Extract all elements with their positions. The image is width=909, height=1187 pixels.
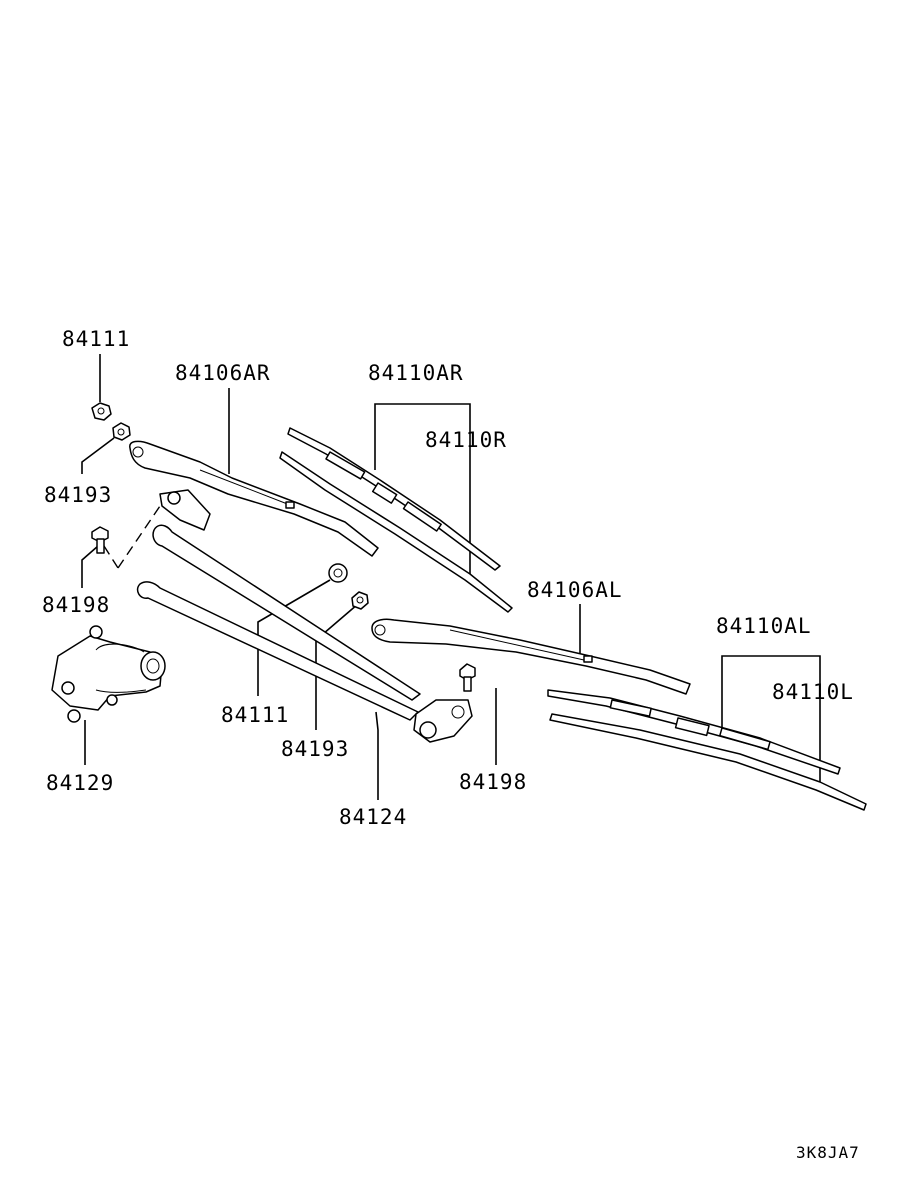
wiper-blade-refill-84110R [279, 451, 513, 613]
label-84124: 84124 [339, 805, 407, 829]
bolt-84198-right [459, 663, 476, 692]
label-84110AR: 84110AR [368, 361, 464, 385]
label-84198-left: 84198 [42, 593, 110, 617]
wiper-blade-84110AR [287, 427, 501, 571]
label-84106AR: 84106AR [175, 361, 271, 385]
label-84110L: 84110L [772, 680, 854, 704]
label-84129: 84129 [46, 771, 114, 795]
bolt-84198-left [91, 526, 109, 554]
label-84193-mid: 84193 [281, 737, 349, 761]
washer-84193-left [112, 422, 131, 441]
wiper-blade-84110AL [547, 689, 841, 775]
label-84106AL: 84106AL [527, 578, 623, 602]
label-84110R: 84110R [425, 428, 507, 452]
wiper-blade-refill-84110L [549, 713, 867, 811]
label-84198-right: 84198 [459, 770, 527, 794]
diagram-code: 3K8JA7 [796, 1143, 860, 1162]
nut-84111-top [91, 402, 112, 421]
label-84111-top: 84111 [62, 327, 130, 351]
wiper-linkage-84124 [136, 489, 473, 743]
label-84193-left: 84193 [44, 483, 112, 507]
wiper-motor-84129 [51, 625, 166, 723]
nut-84111-mid [328, 563, 348, 583]
wiper-arm-84106AL [371, 618, 691, 695]
washer-84193-mid [351, 591, 369, 610]
label-84110AL: 84110AL [716, 614, 812, 638]
label-84111-mid: 84111 [221, 703, 289, 727]
wiper-arm-84106AR [129, 440, 379, 557]
